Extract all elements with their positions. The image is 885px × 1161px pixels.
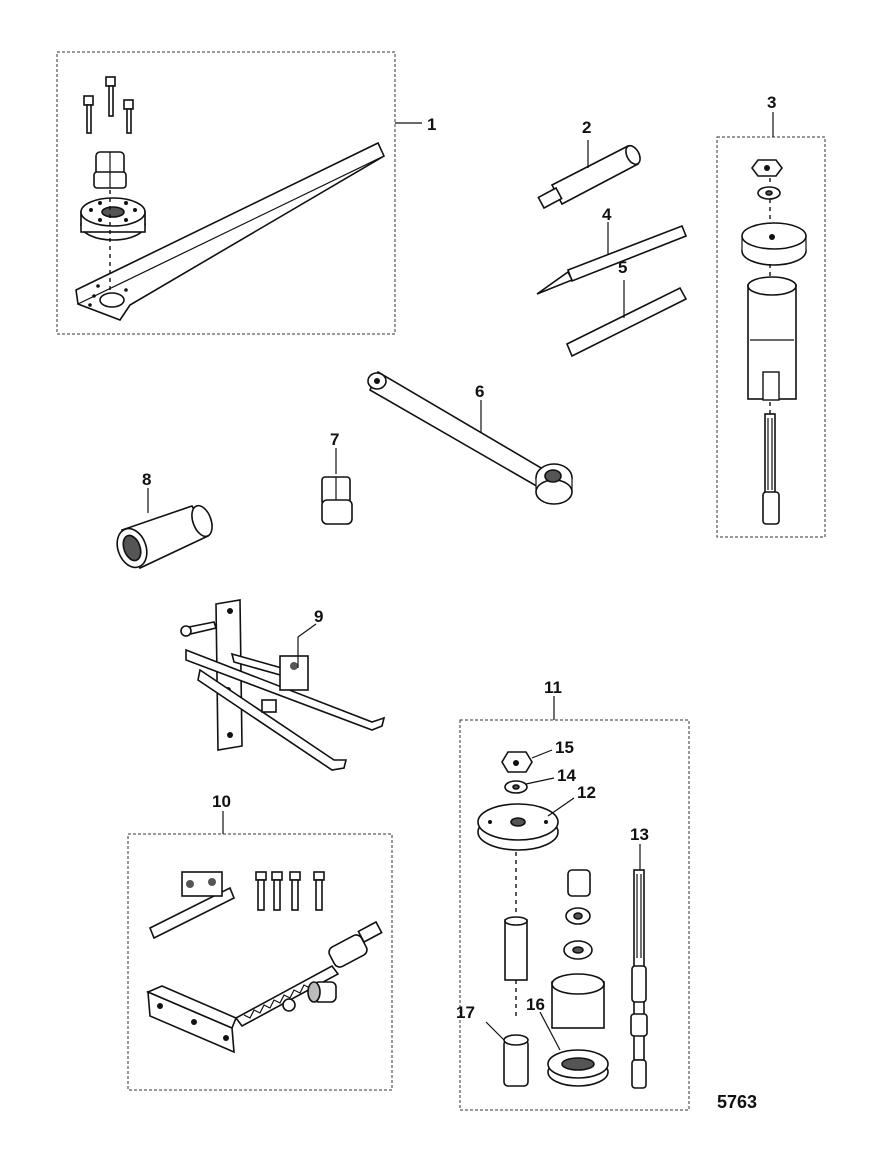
part-4-punch: 4: [536, 205, 688, 295]
callout-17: 17: [456, 1003, 475, 1022]
callout-2: 2: [582, 118, 591, 137]
part-group-3: 3: [716, 93, 826, 538]
callout-14: 14: [557, 766, 576, 785]
part-8-cone: 8: [116, 470, 213, 570]
part-group-11: 11 15 14 12 17: [456, 678, 690, 1111]
callout-6: 6: [475, 382, 484, 401]
part-6-wrench: 6: [367, 370, 573, 505]
part-5-rod: 5: [565, 258, 688, 358]
bolts: [255, 871, 325, 911]
callout-10: 10: [212, 792, 231, 811]
flywheel-holder-bar: [75, 141, 386, 321]
callout-16: 16: [526, 995, 545, 1014]
callout-13: 13: [630, 825, 649, 844]
callout-9: 9: [314, 607, 323, 626]
part-group-10: 10: [127, 792, 393, 1091]
socket-adapter: [93, 151, 127, 189]
callout-12: 12: [577, 783, 596, 802]
callout-11: 11: [544, 678, 562, 697]
part-group-1: 1: [56, 51, 436, 335]
bolts: [83, 76, 134, 134]
callout-1: 1: [427, 115, 436, 134]
part-2-driver: 2: [537, 118, 641, 210]
callout-8: 8: [142, 470, 151, 489]
callout-3: 3: [767, 93, 776, 112]
callout-5: 5: [618, 258, 627, 277]
callout-4: 4: [602, 205, 612, 224]
callout-7: 7: [330, 430, 339, 449]
hub-puller-plate: [80, 197, 146, 241]
callout-15: 15: [555, 738, 574, 757]
figure-number: 5763: [717, 1092, 757, 1112]
part-9-puller: 9: [180, 599, 386, 771]
part-7-socket: 7: [321, 430, 353, 525]
